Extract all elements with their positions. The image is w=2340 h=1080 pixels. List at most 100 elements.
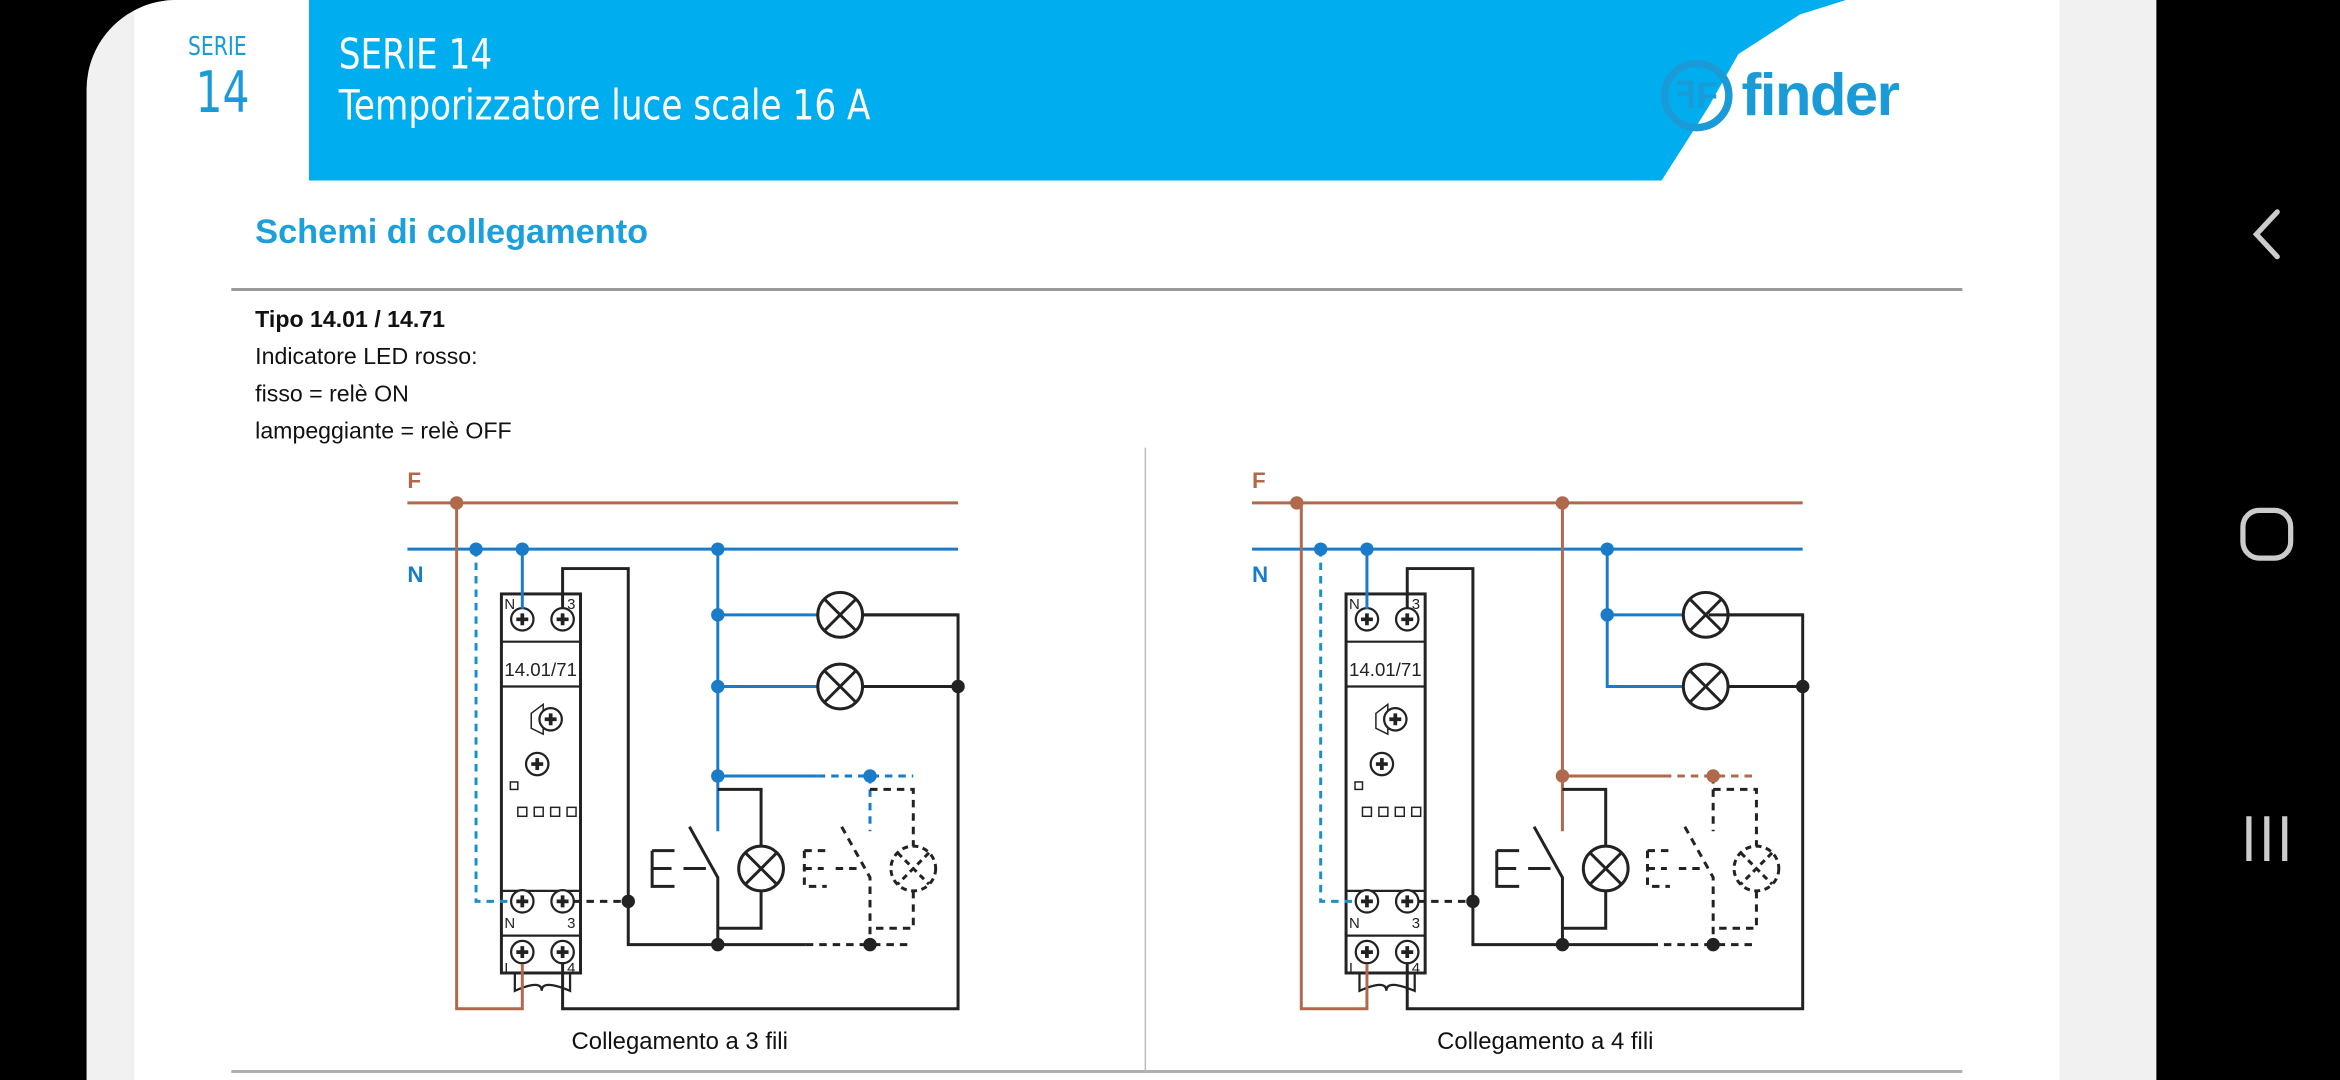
button-lamp-wire [870,890,915,930]
terminal-label: N [1349,915,1360,932]
terminal-label: 3 [567,915,575,932]
recents-icon[interactable] [2224,801,2314,876]
junction-dot [1360,542,1374,556]
lamp-circle [737,844,785,893]
back-icon[interactable] [2224,197,2314,272]
screw-slot [531,758,544,771]
junction-dot [1313,542,1328,556]
terminal-label: L [1349,960,1357,977]
terminal-label: L [504,960,512,977]
terminal-label: N [504,596,515,613]
caption-4-wire: Collegamento a 4 fili [1437,1029,1654,1056]
terminal-screw-icon [509,606,535,632]
knob-icon [530,702,544,736]
dip-switch [517,806,528,818]
lamp-cross [744,851,778,886]
screw-slot [516,895,529,908]
junction-dot [863,937,877,952]
junction-dot [1290,496,1304,510]
phase-label: F [1252,468,1266,493]
junction-dot [711,542,725,556]
phase-label: F [407,468,421,493]
din-clip [513,972,572,993]
lamp-cross [823,669,857,704]
button-lamp-wire [717,787,763,847]
finder-logo: ꟻF finder [1660,59,1900,132]
lamp-circle [1732,844,1781,893]
junction-dot [621,894,635,909]
pushbutton-contact [1683,826,1715,945]
dip-switch [533,806,544,818]
button-lamp-wire [870,787,915,847]
lamp-icon [1681,590,1730,639]
junction-dot [863,769,877,783]
lamp-cross [1739,851,1774,886]
terminal-label: 3 [1412,915,1420,932]
terminal-label: N [504,915,515,932]
terminal-label: 4 [567,960,575,977]
home-icon[interactable] [2224,497,2314,572]
din-clip [1358,972,1416,993]
lamp-circle [889,844,938,893]
lamp-circle [1581,844,1630,893]
lamp-cross [896,851,931,886]
neutral-label: N [407,562,423,587]
header-title-line1: SERIE 14 [338,29,493,80]
dip-switch [566,806,577,818]
pushbutton-e [650,850,675,888]
junction-dot [449,496,464,510]
phase-to-L [455,502,524,1011]
junction-dot [1600,542,1614,556]
terminal-screw-icon [550,939,575,965]
terminal-screw-icon [550,606,575,632]
screw-slot [556,895,569,908]
terminal-label: 3 [1412,596,1420,613]
header-band [308,0,1846,181]
button-lamp-wire [717,890,763,930]
knob-icon [1375,702,1389,736]
screw-slot [1401,895,1414,908]
junction-dot [711,769,725,783]
lamp-cross [1688,598,1723,632]
screw-slot [1389,713,1402,726]
junction-dot [515,542,530,556]
screw-slot [1360,895,1373,908]
terminal-label: N [1349,596,1360,613]
screw-slot [556,946,569,959]
led-indicator [1354,781,1364,791]
device-model: 14.01/71 [504,659,577,680]
terminal-screw-icon [550,889,575,914]
terminal-screw-icon [1382,706,1408,732]
lamp-circle [816,590,865,639]
led-label: Indicatore LED rosso: [255,344,478,371]
terminal-screw-icon [1354,889,1380,914]
phase-to-L [1299,502,1369,1011]
lamp-icon [816,590,865,639]
terminal-screw-icon [509,889,535,914]
terminal3-wire [561,567,806,947]
junction-dot [1555,496,1570,510]
junction-dot [1555,937,1570,952]
screw-slot [544,713,557,726]
lamp-cross [1588,851,1623,886]
device-model: 14.01/71 [1349,659,1422,680]
led-indicator [509,781,519,791]
type-label: Tipo 14.01 / 14.71 [255,307,446,333]
divider [231,288,1963,291]
terminal-screw-icon [1354,939,1380,965]
screw-slot [1401,946,1414,959]
terminal-screw-icon [538,706,563,732]
screw-slot [556,613,569,626]
finder-logo-mark-icon: ꟻF [1660,59,1733,132]
dip-switch [1378,806,1389,818]
junction-dot [1706,937,1720,952]
dip-switch [549,806,561,818]
header-title-line2: Temporizzatore luce scale 16 A [338,80,871,130]
bottom-divider [231,1069,1963,1073]
junction-dot [711,608,725,622]
dip-switch [1361,806,1373,818]
screw-slot [516,613,529,626]
terminal-screw-icon [1369,751,1395,777]
terminal-screw-icon [1354,606,1380,632]
